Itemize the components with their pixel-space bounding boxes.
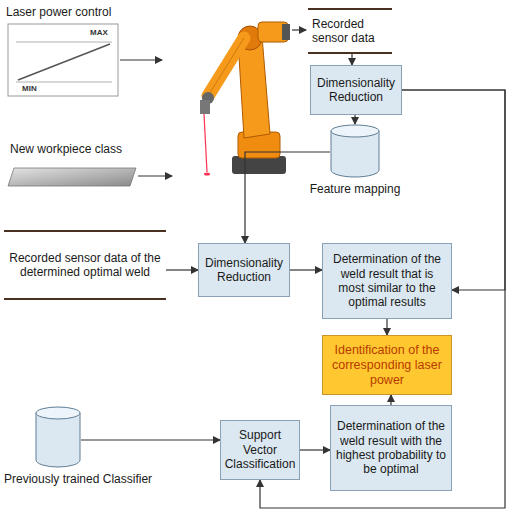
process-box: Determination of the weld result that is… <box>322 243 452 319</box>
cylinder-shape <box>330 124 380 178</box>
database-cylinder: Feature mapping <box>305 124 405 196</box>
cylinder-shape <box>35 406 81 468</box>
flow-arrow <box>245 152 330 243</box>
node-text: Dimensionality Reduction <box>315 76 397 105</box>
process-box: Support Vector Classification <box>220 420 300 480</box>
flow-arrow <box>300 449 330 450</box>
flow-arrow <box>354 115 355 124</box>
power-chart <box>8 24 118 96</box>
node-text: Determination of the weld result that is… <box>327 252 447 310</box>
process-box: Identification of the corresponding lase… <box>322 335 452 395</box>
node-text: Feature mapping <box>305 182 405 196</box>
axis-label: MIN <box>22 84 37 93</box>
process-box: Determination of the weld result with th… <box>330 405 452 491</box>
input-arrow <box>120 59 162 60</box>
input-label: Laser power control <box>6 5 111 19</box>
node-text: Support Vector Classification <box>225 428 296 471</box>
flow-arrow <box>290 269 322 270</box>
data-store: Recorded sensor data <box>308 8 392 54</box>
node-text: Previously trained Classifier <box>4 472 176 486</box>
node-text: Recorded sensor data of the determined o… <box>8 251 162 280</box>
axis-label: MAX <box>90 28 108 37</box>
process-box: Dimensionality Reduction <box>310 65 402 115</box>
node-text: Identification of the corresponding lase… <box>327 343 447 388</box>
flow-arrow <box>386 319 387 335</box>
flow-arrow <box>351 54 352 65</box>
database-cylinder: Previously trained Classifier <box>4 406 176 486</box>
flow-arrow <box>166 269 198 270</box>
data-store: Recorded sensor data of the determined o… <box>4 230 166 300</box>
flow-arrow <box>81 439 220 440</box>
node-text: Determination of the weld result with th… <box>335 419 447 477</box>
flow-arrow <box>390 395 391 405</box>
input-arrow <box>138 175 172 176</box>
input-label: New workpiece class <box>10 142 122 156</box>
output-arrow <box>292 29 306 30</box>
workpiece-plate <box>8 168 136 186</box>
node-text: Recorded sensor data <box>312 17 388 46</box>
process-box: Dimensionality Reduction <box>198 243 290 297</box>
node-text: Dimensionality Reduction <box>203 256 285 285</box>
